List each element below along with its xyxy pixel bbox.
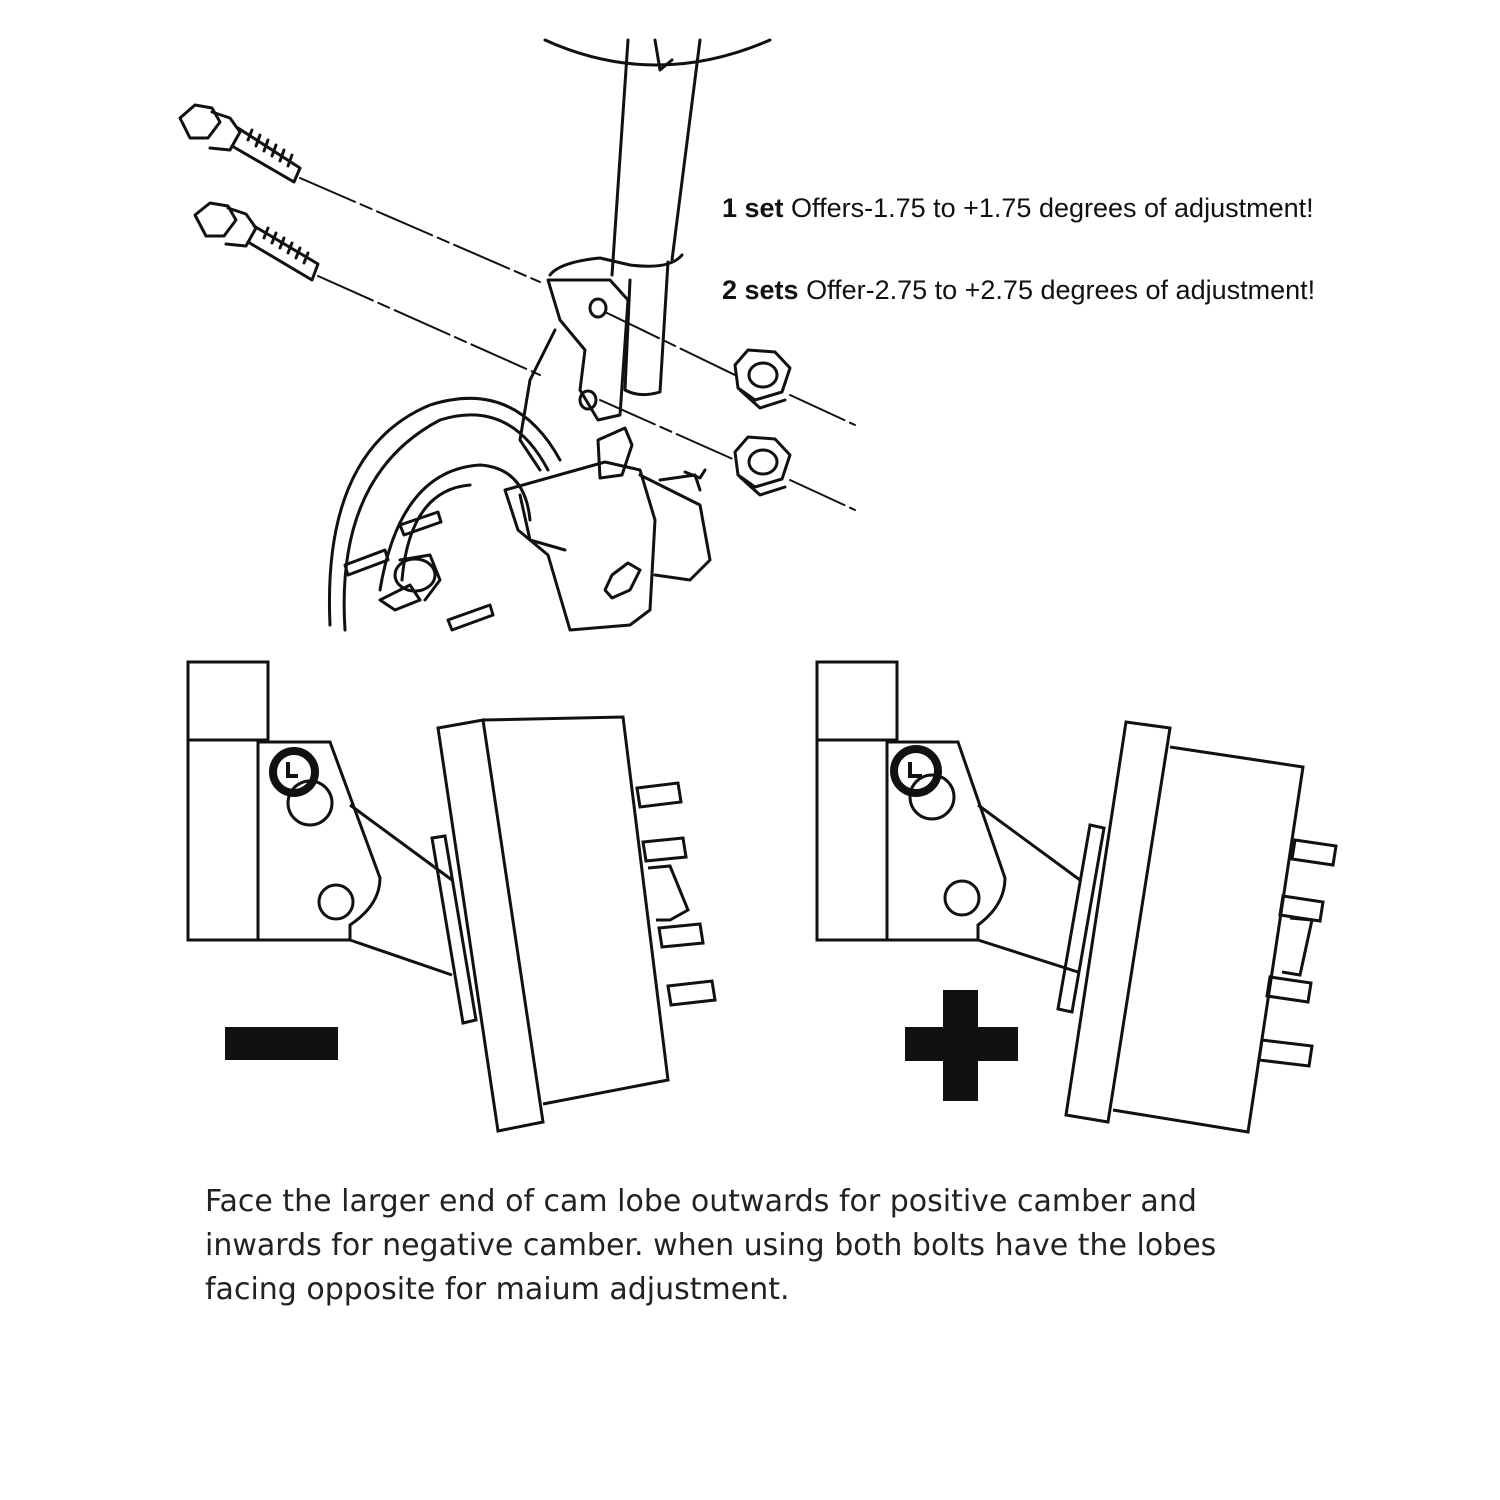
strut-body: [610, 38, 702, 397]
hub-assembly-pos: [1056, 720, 1338, 1134]
caliper-slot: [603, 561, 642, 600]
positive-camber-diagram: [815, 660, 1338, 1134]
cam-lobe-pos: [890, 745, 942, 797]
cam-bolt-upper: [178, 103, 302, 184]
exploded-strut-diagram: [178, 38, 856, 632]
spec-two-sets-quantity: 2 sets: [722, 275, 799, 305]
plus-sign: [905, 990, 1018, 1101]
bolt-hole-upper: [588, 297, 608, 319]
caption-line-3: facing opposite for maium adjustment.: [205, 1272, 790, 1307]
brake-rotor: [327, 396, 562, 632]
spec-one-set-quantity: 1 set: [722, 193, 784, 223]
strut-block-neg: [186, 660, 270, 742]
spring-arc: [543, 38, 772, 67]
wheel-studs: [343, 510, 495, 632]
camber-instructions: Face the larger end of cam lobe outwards…: [205, 1180, 1355, 1312]
spec-two-sets: 2 sets Offer-2.75 to +2.75 degrees of ad…: [722, 275, 1315, 306]
spec-one-set-text: Offers-1.75 to +1.75 degrees of adjustme…: [783, 193, 1314, 223]
brake-caliper: [503, 426, 712, 632]
cam-bolt-lower: [193, 201, 320, 282]
flange-nut-lower: [733, 435, 792, 497]
knuckle-bracket: [518, 253, 684, 472]
strut-block-pos: [815, 660, 899, 742]
bolt-axis-lines: [299, 177, 856, 511]
negative-camber-diagram: [186, 660, 717, 1133]
minus-sign: [225, 1027, 338, 1060]
flange-nut-upper: [733, 348, 792, 410]
caption-line-1: Face the larger end of cam lobe outwards…: [205, 1184, 1197, 1219]
cam-lobe-neg: [269, 747, 319, 797]
spec-one-set: 1 set Offers-1.75 to +1.75 degrees of ad…: [722, 193, 1314, 224]
knuckle-neg: [256, 740, 382, 942]
caption-line-2: inwards for negative camber. when using …: [205, 1228, 1217, 1263]
camber-adjustment-diagrams: [186, 660, 1338, 1134]
spec-two-sets-text: Offer-2.75 to +2.75 degrees of adjustmen…: [798, 275, 1316, 305]
bolt-hole-lower: [578, 389, 598, 411]
hub-assembly-neg: [430, 715, 717, 1133]
knuckle-pos: [885, 740, 1007, 942]
